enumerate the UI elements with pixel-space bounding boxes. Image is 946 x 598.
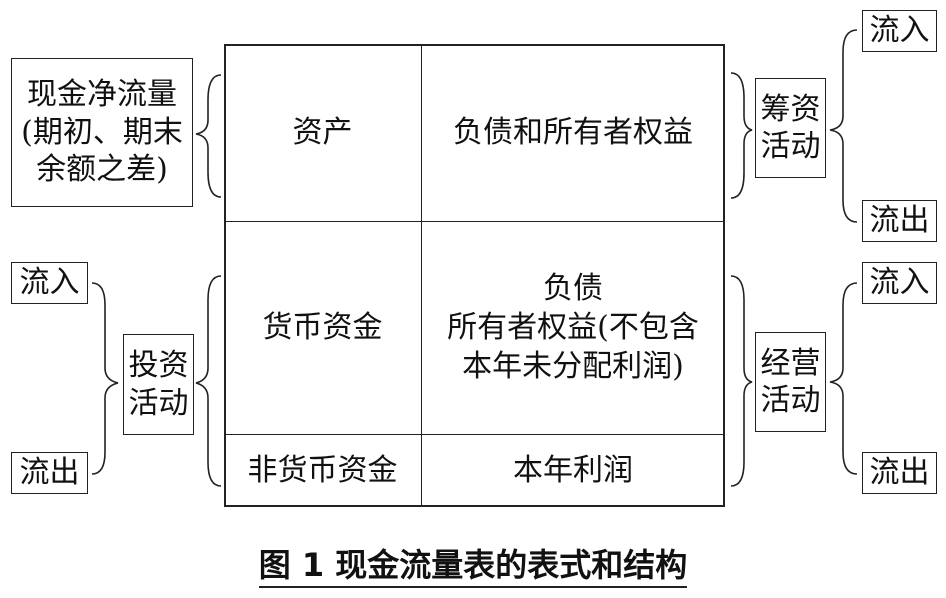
grid-vertical-divider — [421, 44, 422, 507]
right-bottom-outflow-label: 流出 — [869, 455, 930, 491]
cell-non-monetary-funds: 非货币资金 — [224, 434, 421, 507]
liabilities-equity-label: 负债和所有者权益 — [453, 115, 693, 150]
net-cash-line1: 现金净流量 — [27, 77, 177, 113]
cell-monetary-funds: 货币资金 — [224, 221, 421, 434]
monetary-funds-label: 货币资金 — [262, 310, 383, 345]
balance-sheet-grid — [224, 44, 725, 507]
right-bottom-inflow-label: 流入 — [869, 265, 930, 301]
brace-net-cash — [195, 74, 222, 198]
figure-caption-text: 图 1 现金流量表的表式和结构 — [258, 546, 688, 588]
operating-activities-box: 经营 活动 — [755, 332, 826, 432]
financing-line2: 活动 — [760, 129, 821, 164]
financing-activities-box: 筹资 活动 — [755, 78, 826, 178]
right-top-inflow-box: 流入 — [862, 10, 937, 52]
liab-label: 负债 — [543, 271, 603, 306]
financing-line1: 筹资 — [760, 91, 821, 127]
cell-liabilities-equity: 负债和所有者权益 — [421, 44, 725, 221]
left-inflow-label: 流入 — [19, 265, 80, 301]
cell-assets: 资产 — [224, 44, 421, 221]
operating-line2: 活动 — [760, 383, 821, 418]
net-profit-label: 本年利润 — [513, 453, 633, 488]
equity-line1: 所有者权益(不包含 — [447, 310, 699, 345]
right-top-outflow-box: 流出 — [862, 200, 937, 242]
left-inflow-box: 流入 — [11, 262, 88, 304]
right-top-outflow-label: 流出 — [869, 203, 930, 239]
brace-operating-left — [730, 275, 753, 487]
right-top-inflow-label: 流入 — [869, 13, 930, 49]
right-bottom-outflow-box: 流出 — [862, 452, 937, 494]
left-outflow-label: 流出 — [19, 455, 80, 491]
investing-activities-box: 投资 活动 — [123, 334, 194, 435]
non-monetary-funds-label: 非货币资金 — [247, 453, 398, 488]
figure-caption: 图 1 现金流量表的表式和结构 — [0, 540, 946, 588]
grid-horizontal-divider-2 — [224, 434, 725, 435]
cell-liab-equity-detail: 负债 所有者权益(不包含 本年未分配利润) — [421, 221, 725, 434]
assets-label: 资产 — [292, 115, 353, 150]
equity-line2: 本年未分配利润) — [462, 349, 684, 384]
operating-line1: 经营 — [760, 345, 821, 381]
brace-financing-left — [730, 72, 753, 199]
net-cash-line2: (期初、期末 — [21, 114, 183, 150]
investing-line2: 活动 — [128, 385, 189, 421]
grid-horizontal-divider-1 — [224, 221, 725, 222]
cell-net-profit: 本年利润 — [421, 434, 725, 507]
brace-investing-right — [195, 275, 222, 487]
right-bottom-inflow-box: 流入 — [862, 262, 937, 304]
brace-operating-right — [829, 282, 858, 475]
brace-financing-right — [829, 29, 858, 223]
net-cash-line3: 余额之差) — [36, 152, 168, 188]
investing-line1: 投资 — [128, 348, 189, 383]
left-outflow-box: 流出 — [11, 452, 88, 494]
brace-investing-left — [91, 282, 119, 475]
net-cash-flow-box: 现金净流量 (期初、期末 余额之差) — [11, 58, 193, 207]
